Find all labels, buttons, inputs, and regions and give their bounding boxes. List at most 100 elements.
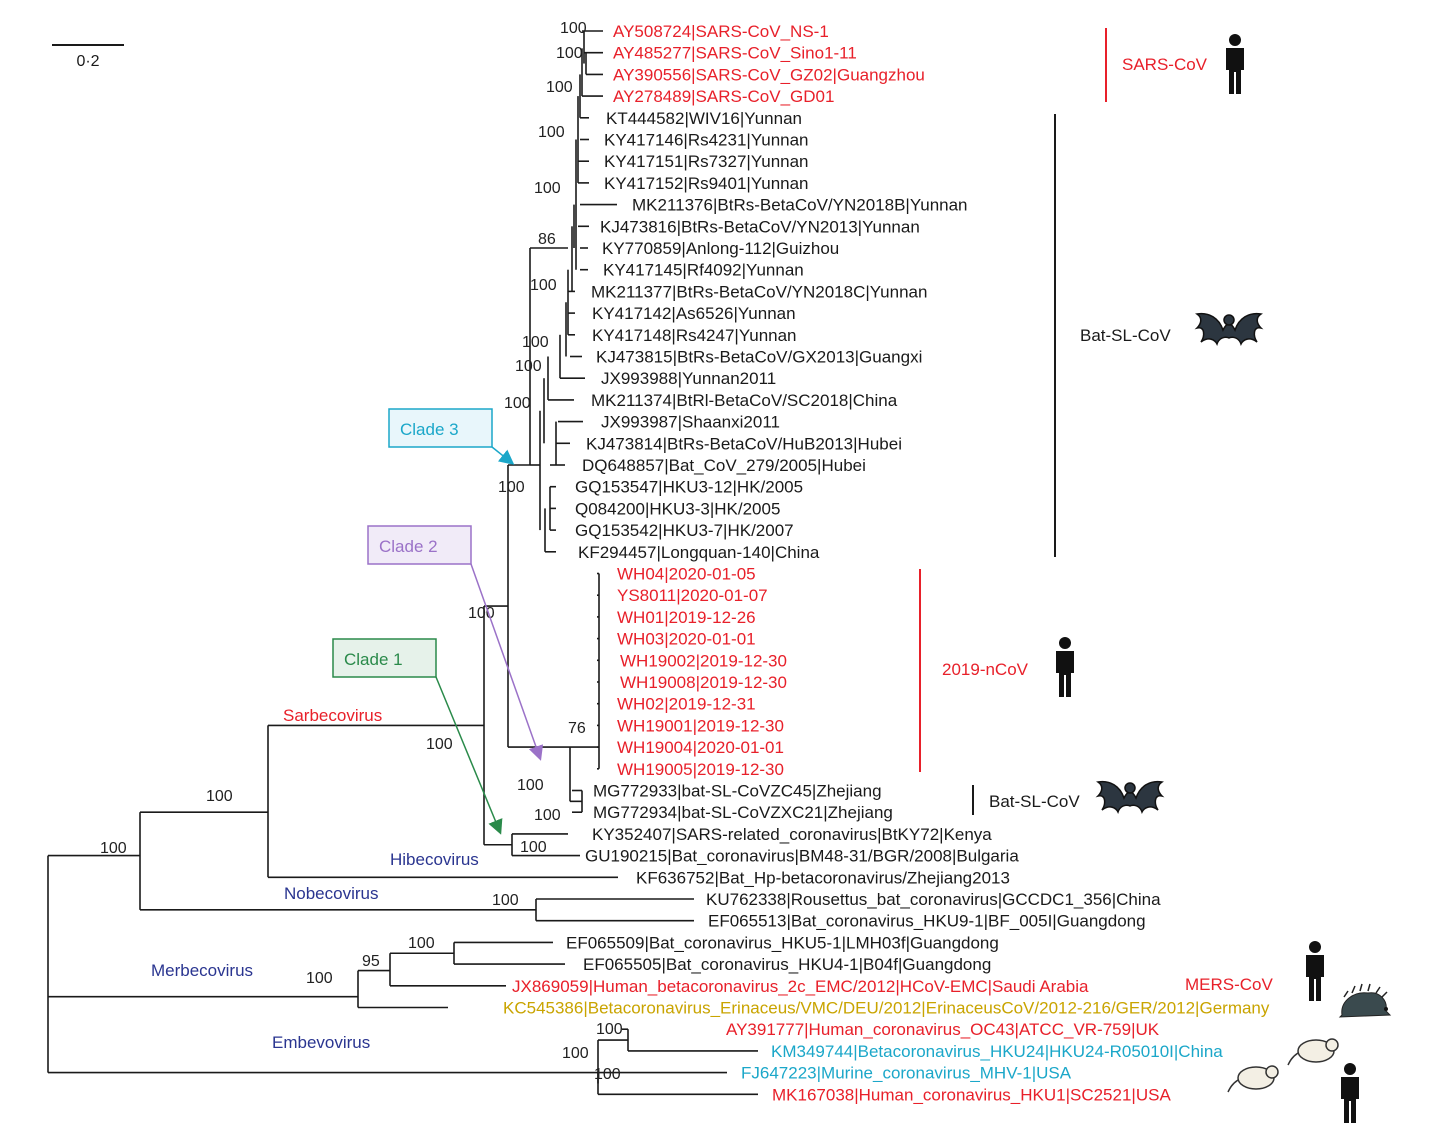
support-value: 100 xyxy=(498,479,525,496)
support-values: 100 100 100 100 100 86 100 100 100 100 100 100 76 100… xyxy=(100,20,623,1083)
support-value: 100 xyxy=(408,935,435,952)
taxon-label: WH19001|2019-12-30 xyxy=(617,716,784,735)
taxon-label: KY770859|Anlong-112|Guizhou xyxy=(602,239,839,258)
scale-bar-label: 0·2 xyxy=(76,53,99,70)
taxon-label: MK211374|BtRl-BetaCoV/SC2018|China xyxy=(591,391,898,410)
support-value: 100 xyxy=(560,20,587,37)
taxon-labels: AY508724|SARS-CoV_NS-1AY485277|SARS-CoV_… xyxy=(503,22,1270,1104)
taxon-label: MK211377|BtRs-BetaCoV/YN2018C|Yunnan xyxy=(591,282,927,301)
support-value: 100 xyxy=(504,395,531,412)
group-label-2019-ncov: 2019-nCoV xyxy=(942,660,1029,679)
taxon-label: KY417148|Rs4247|Yunnan xyxy=(592,326,797,345)
taxon-label: YS8011|2020-01-07 xyxy=(617,586,768,605)
clade-1-label: Clade 1 xyxy=(344,650,403,669)
taxon-label: MK211376|BtRs-BetaCoV/YN2018B|Yunnan xyxy=(632,196,968,215)
taxon-label: KY417146|Rs4231|Yunnan xyxy=(604,131,809,150)
support-value: 100 xyxy=(562,1045,589,1062)
taxon-label: GU190215|Bat_coronavirus|BM48-31/BGR/200… xyxy=(585,847,1019,866)
taxon-label: DQ648857|Bat_CoV_279/2005|Hubei xyxy=(582,456,866,475)
support-value: 100 xyxy=(492,892,519,909)
support-value: 100 xyxy=(534,180,561,197)
rat-icon xyxy=(1287,1038,1339,1066)
support-value: 100 xyxy=(546,79,573,96)
taxon-label: MG772934|bat-SL-CoVZXC21|Zhejiang xyxy=(593,803,893,822)
support-value: 100 xyxy=(468,605,495,622)
taxon-label: KY417152|Rs9401|Yunnan xyxy=(604,174,809,193)
support-value: 100 xyxy=(594,1066,621,1083)
support-value: 100 xyxy=(534,807,561,824)
taxon-label: MK167038|Human_coronavirus_HKU1|SC2521|U… xyxy=(772,1085,1171,1104)
taxon-label: KC545386|Betacoronavirus_Erinaceus/VMC/D… xyxy=(503,999,1270,1018)
taxon-label: EF065505|Bat_coronavirus_HKU4-1|B04f|Gua… xyxy=(583,955,991,974)
group-label-mers-cov: MERS-CoV xyxy=(1185,975,1274,994)
subgenus-hibecovirus: Hibecovirus xyxy=(390,850,479,869)
clade-2-callout: Clade 2 xyxy=(367,525,544,761)
human-icon xyxy=(1341,1063,1359,1123)
subgenus-embevovirus: Embevovirus xyxy=(272,1033,370,1052)
support-value: 95 xyxy=(362,953,380,970)
clade-3-label: Clade 3 xyxy=(400,420,459,439)
taxon-label: WH03|2020-01-01 xyxy=(617,630,756,649)
support-value: 76 xyxy=(568,720,586,737)
human-icon xyxy=(1056,637,1074,697)
clade-2-label: Clade 2 xyxy=(379,537,438,556)
taxon-label: EF065509|Bat_coronavirus_HKU5-1|LMH03f|G… xyxy=(566,933,999,952)
taxon-label: AY278489|SARS-CoV_GD01 xyxy=(613,87,834,106)
taxon-label: Q084200|HKU3-3|HK/2005 xyxy=(575,499,780,518)
rat-icon xyxy=(1227,1065,1279,1093)
subgenus-nobecovirus: Nobecovirus xyxy=(284,884,379,903)
taxon-label: KJ473816|BtRs-BetaCoV/YN2013|Yunnan xyxy=(600,217,920,236)
human-icon xyxy=(1226,34,1244,94)
taxon-label: JX993987|Shaanxi2011 xyxy=(601,413,780,432)
bat-icon xyxy=(1097,780,1163,813)
support-value: 100 xyxy=(206,788,233,805)
taxon-label: WH19004|2020-01-01 xyxy=(617,738,784,757)
group-label-bat-sl-cov-2: Bat-SL-CoV xyxy=(989,792,1080,811)
subgenus-merbecovirus: Merbecovirus xyxy=(151,961,253,980)
taxon-label: GQ153542|HKU3-7|HK/2007 xyxy=(575,521,794,540)
taxon-label: KJ473814|BtRs-BetaCoV/HuB2013|Hubei xyxy=(586,434,902,453)
taxon-label: KY417145|Rf4092|Yunnan xyxy=(603,261,804,280)
taxon-label: WH19005|2019-12-30 xyxy=(617,760,784,779)
taxon-label: KY417142|As6526|Yunnan xyxy=(592,304,796,323)
support-value: 100 xyxy=(538,124,565,141)
taxon-label: KJ473815|BtRs-BetaCoV/GX2013|Guangxi xyxy=(596,348,922,367)
taxon-label: WH04|2020-01-05 xyxy=(617,565,756,584)
bat-icon xyxy=(1196,312,1262,345)
taxon-label: KT444582|WIV16|Yunnan xyxy=(606,109,802,128)
support-value: 86 xyxy=(538,231,556,248)
taxon-label: WH02|2019-12-31 xyxy=(617,695,756,714)
taxon-label: MG772933|bat-SL-CoVZC45|Zhejiang xyxy=(593,782,882,801)
taxon-label: AY391777|Human_coronavirus_OC43|ATCC_VR-… xyxy=(726,1020,1160,1039)
taxon-label: AY485277|SARS-CoV_Sino1-11 xyxy=(613,44,857,63)
taxon-label: FJ647223|Murine_coronavirus_MHV-1|USA xyxy=(741,1064,1072,1083)
support-value: 100 xyxy=(522,334,549,351)
human-icon xyxy=(1306,941,1324,1001)
scale-bar: 0·2 xyxy=(52,44,124,70)
taxon-label: KY417151|Rs7327|Yunnan xyxy=(604,152,809,171)
taxon-label: WH19002|2019-12-30 xyxy=(620,651,787,670)
taxon-label: KF294457|Longquan-140|China xyxy=(578,543,820,562)
taxon-label: WH19008|2019-12-30 xyxy=(620,673,787,692)
tree-branches xyxy=(47,30,758,1096)
taxon-label: JX993988|Yunnan2011 xyxy=(601,369,776,388)
taxon-label: JX869059|Human_betacoronavirus_2c_EMC/20… xyxy=(512,977,1089,996)
taxon-label: GQ153547|HKU3-12|HK/2005 xyxy=(575,478,803,497)
taxon-label: KY352407|SARS-related_coronavirus|BtKY72… xyxy=(592,825,992,844)
support-value: 100 xyxy=(515,358,542,375)
support-value: 100 xyxy=(100,840,127,857)
taxon-label: AY390556|SARS-CoV_GZ02|Guangzhou xyxy=(613,65,925,84)
taxon-label: WH01|2019-12-26 xyxy=(617,608,756,627)
hedgehog-icon xyxy=(1338,983,1392,1018)
support-value: 100 xyxy=(306,970,333,987)
clade-3-callout: Clade 3 xyxy=(388,408,515,465)
support-value: 100 xyxy=(520,839,547,856)
clade-1-callout: Clade 1 xyxy=(332,638,503,835)
taxon-label: EF065513|Bat_coronavirus_HKU9-1|BF_005I|… xyxy=(708,912,1146,931)
subgenus-sarbecovirus: Sarbecovirus xyxy=(283,706,382,725)
taxon-label: KF636752|Bat_Hp-betacoronavirus/Zhejiang… xyxy=(636,868,1010,887)
support-value: 100 xyxy=(596,1021,623,1038)
support-value: 100 xyxy=(517,777,544,794)
support-value: 100 xyxy=(530,277,557,294)
